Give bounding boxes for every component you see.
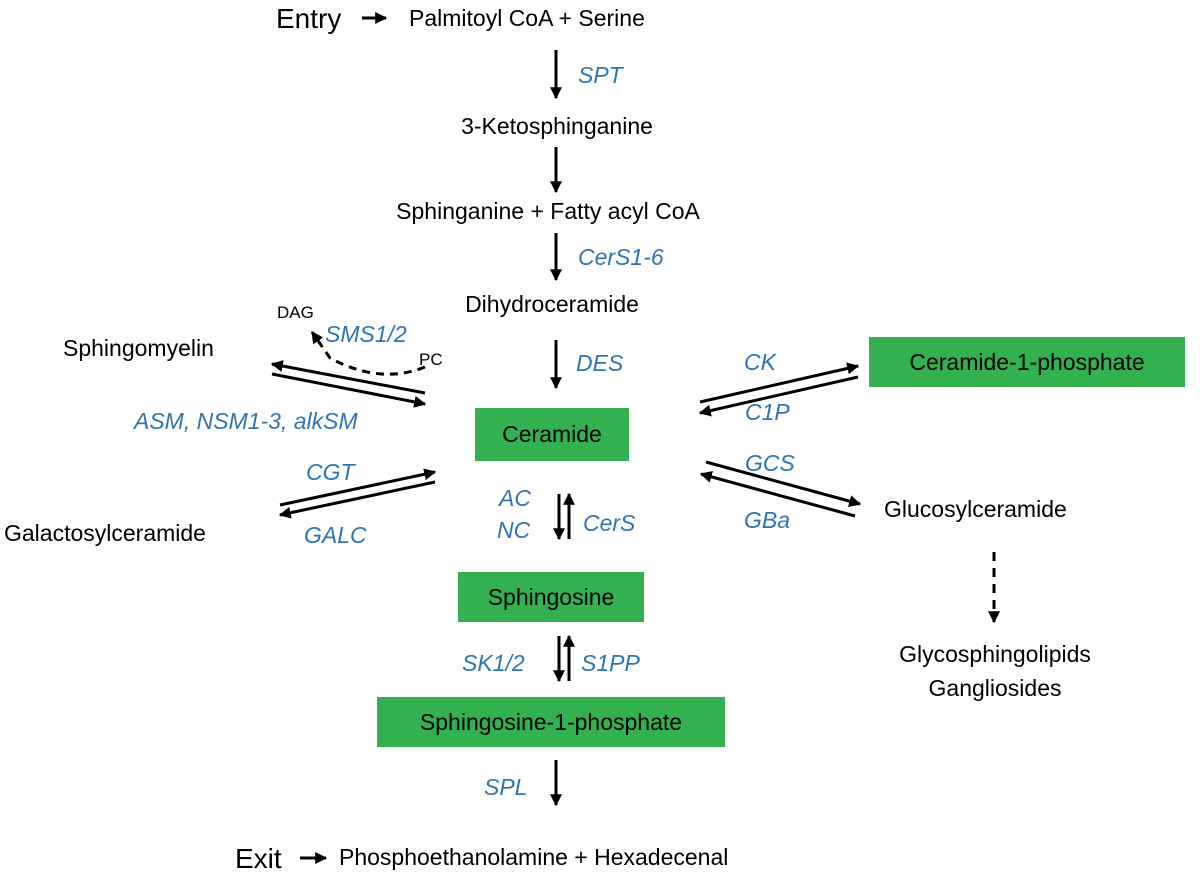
sphingosine-label: Sphingosine xyxy=(487,583,615,610)
enzyme-cers: CerS xyxy=(583,510,636,536)
enzyme-des: DES xyxy=(576,350,624,376)
arrow-gba xyxy=(699,471,856,518)
phospho-hexadecenal-label: Phosphoethanolamine + Hexadecenal xyxy=(339,844,729,870)
enzyme-ck: CK xyxy=(744,349,776,375)
arrow-gcs xyxy=(705,460,862,507)
arrow-cgt xyxy=(279,468,437,507)
enzyme-spl: SPL xyxy=(484,774,528,800)
sphingosine-1-phosphate-box: Sphingosine-1-phosphate xyxy=(377,697,725,747)
exit-label: Exit xyxy=(235,843,282,874)
ceramide-1-phosphate-label: Ceramide-1-phosphate xyxy=(909,348,1145,375)
ceramide-label: Ceramide xyxy=(502,421,602,447)
sphingomyelin-label: Sphingomyelin xyxy=(63,335,214,361)
ceramide-box: Ceramide xyxy=(475,408,629,461)
enzyme-gba: GBa xyxy=(744,507,791,533)
glycosphingolipids-label: Glycosphingolipids xyxy=(899,641,1091,667)
sphinganine-fatty-label: Sphinganine + Fatty acyl CoA xyxy=(396,198,700,224)
glucosylceramide-label: Glucosylceramide xyxy=(884,496,1067,522)
enzyme-spt: SPT xyxy=(578,62,623,88)
enzyme-cgt: CGT xyxy=(306,459,355,485)
arrow-sms-to-sphingomyelin xyxy=(270,360,426,395)
enzyme-asm-nsm-alksm: ASM, NSM1-3, alkSM xyxy=(134,408,358,434)
sphingosine-box: Sphingosine xyxy=(458,572,644,622)
entry-label: Entry xyxy=(276,3,342,34)
enzyme-sk: SK1/2 xyxy=(462,650,525,676)
enzyme-galc: GALC xyxy=(304,522,367,548)
enzyme-s1pp: S1PP xyxy=(581,650,640,676)
ketosphinganine-label: 3-Ketosphinganine xyxy=(461,113,653,139)
dag-label: DAG xyxy=(277,303,314,322)
enzyme-nc: NC xyxy=(497,517,531,543)
enzyme-ac: AC xyxy=(499,485,531,511)
gangliosides-label: Gangliosides xyxy=(928,675,1062,701)
dihydroceramide-label: Dihydroceramide xyxy=(465,291,639,317)
sphingosine-1-phosphate-label: Sphingosine-1-phosphate xyxy=(419,708,683,735)
enzyme-sms: SMS1/2 xyxy=(325,321,407,347)
enzyme-gcs: GCS xyxy=(745,450,795,476)
arrow-ck xyxy=(699,362,860,404)
arrow-galc xyxy=(278,480,436,519)
enzyme-cers16: CerS1-6 xyxy=(578,244,664,270)
galactosylceramide-label: Galactosylceramide xyxy=(4,520,206,546)
arrow-c1p xyxy=(698,375,859,417)
arrow-sphingomyelin-to-ceramide xyxy=(271,372,427,408)
palmitoyl-serine-label: Palmitoyl CoA + Serine xyxy=(409,5,645,31)
ceramide-1-phosphate-box: Ceramide-1-phosphate xyxy=(869,337,1185,387)
enzyme-c1p: C1P xyxy=(745,399,790,425)
pc-label: PC xyxy=(419,350,443,369)
